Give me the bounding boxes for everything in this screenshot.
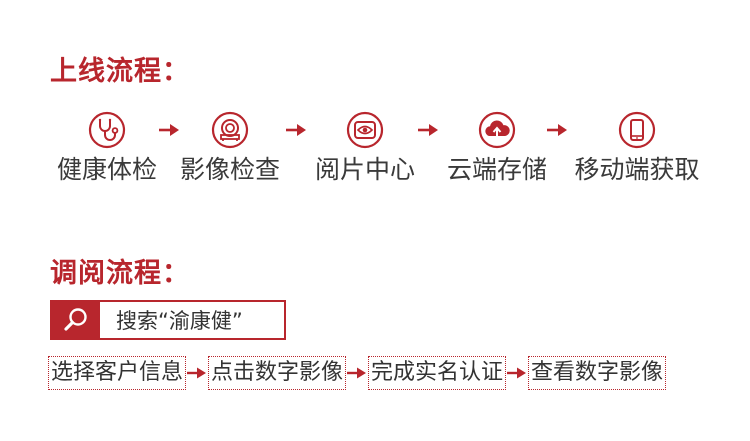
review-step-view-images: 查看数字影像 [528,356,667,390]
arrow-right-icon [158,122,180,138]
arrow-right-icon [187,366,207,380]
arrow-right-icon [546,122,568,138]
review-flow-title: 调阅流程： [50,258,190,289]
scanner-icon [210,110,250,150]
magnifier-icon [64,308,87,331]
arrow-right-icon [285,122,307,138]
online-step-mobile-access: 移动端获取 [562,110,712,185]
arrow-right-icon [417,122,439,138]
cloud-upload-icon [477,110,517,150]
online-step-label: 阅片中心 [314,155,415,184]
online-step-reading-center: 阅片中心 [300,110,430,185]
online-flow-title: 上线流程： [50,56,190,87]
search-button [52,302,100,338]
online-step-label: 健康体检 [56,155,157,184]
online-step-label: 影像检查 [179,155,280,184]
eye-icon [345,110,385,150]
online-step-health-checkup: 健康体检 [42,110,172,185]
review-step-verify-identity: 完成实名认证 [368,356,507,390]
search-text: 搜索“渝康健” [116,309,243,333]
review-steps-row: 选择客户信息 点击数字影像 完成实名认证 查看数字影像 [48,356,667,390]
review-step-click-images: 点击数字影像 [208,356,347,390]
online-step-label: 云端存储 [446,155,547,184]
arrow-right-icon [347,366,367,380]
mobile-phone-icon [617,110,657,150]
online-step-label: 移动端获取 [574,155,700,184]
online-step-imaging-exam: 影像检查 [165,110,295,185]
review-step-select-customer: 选择客户信息 [48,356,187,390]
stethoscope-icon [87,110,127,150]
search-box: 搜索“渝康健” [50,300,286,340]
online-step-cloud-storage: 云端存储 [432,110,562,185]
arrow-right-icon [507,366,527,380]
